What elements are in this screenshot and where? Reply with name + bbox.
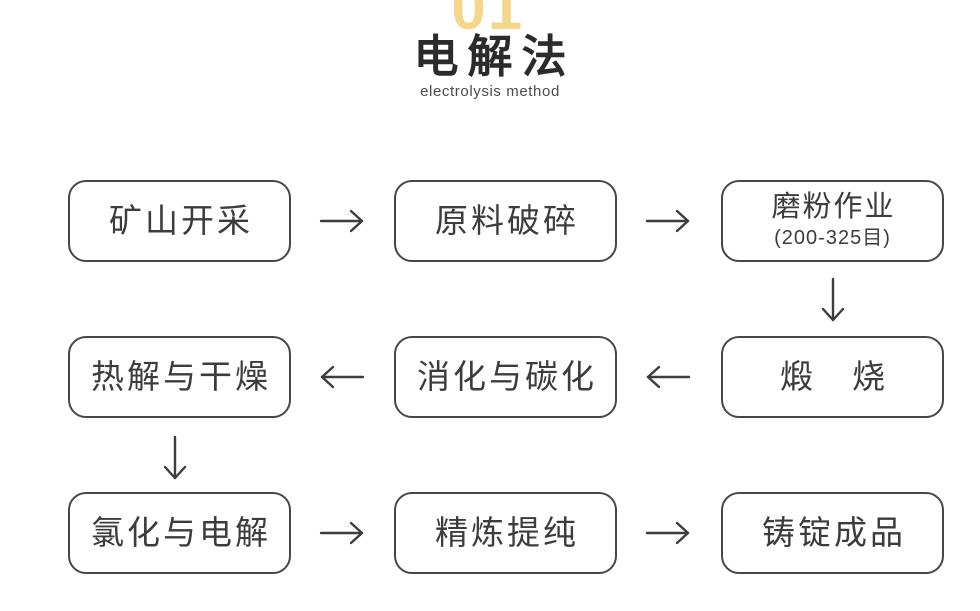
flow-step-refining: 精炼提纯 [394,492,617,574]
arrow-left-icon [320,365,365,389]
flow-step-pyrolysis-drying: 热解与干燥 [68,336,291,418]
flow-step-label: 氯化与电解 [91,513,271,551]
flow-step-label: 矿山开采 [109,201,253,239]
flow-step-ingot-casting: 铸锭成品 [721,492,944,574]
arrow-right-icon [319,209,364,233]
flow-step-label: 消化与碳化 [417,357,597,395]
arrow-left-icon [646,365,691,389]
flow-step-calcination: 煅 烧 [721,336,944,418]
flow-step-label: 精炼提纯 [435,513,579,551]
arrow-right-icon [319,521,364,545]
flow-step-grinding: 磨粉作业 (200-325目) [721,180,944,262]
flow-step-label: 磨粉作业 [771,191,896,224]
flow-step-crushing: 原料破碎 [394,180,617,262]
section-header: 01 电解法 electrolysis method [0,0,980,100]
flow-step-chlorination-electrolysis: 氯化与电解 [68,492,291,574]
flow-step-label: 铸锭成品 [762,513,906,551]
page-subtitle: electrolysis method [420,83,560,100]
arrow-right-icon [645,521,690,545]
flow-step-label: 热解与干燥 [91,357,271,395]
page-title: 电解法 [413,31,576,82]
arrow-right-icon [645,209,690,233]
flow-step-label: 煅 烧 [780,357,888,395]
flow-step-sublabel: (200-325目) [774,226,891,249]
flow-step-mining: 矿山开采 [68,180,291,262]
arrow-down-icon [821,277,845,322]
flow-step-digestion-carbonization: 消化与碳化 [394,336,617,418]
section-number: 01 [451,0,525,43]
flow-step-label: 原料破碎 [435,201,579,239]
arrow-down-icon [163,435,187,480]
